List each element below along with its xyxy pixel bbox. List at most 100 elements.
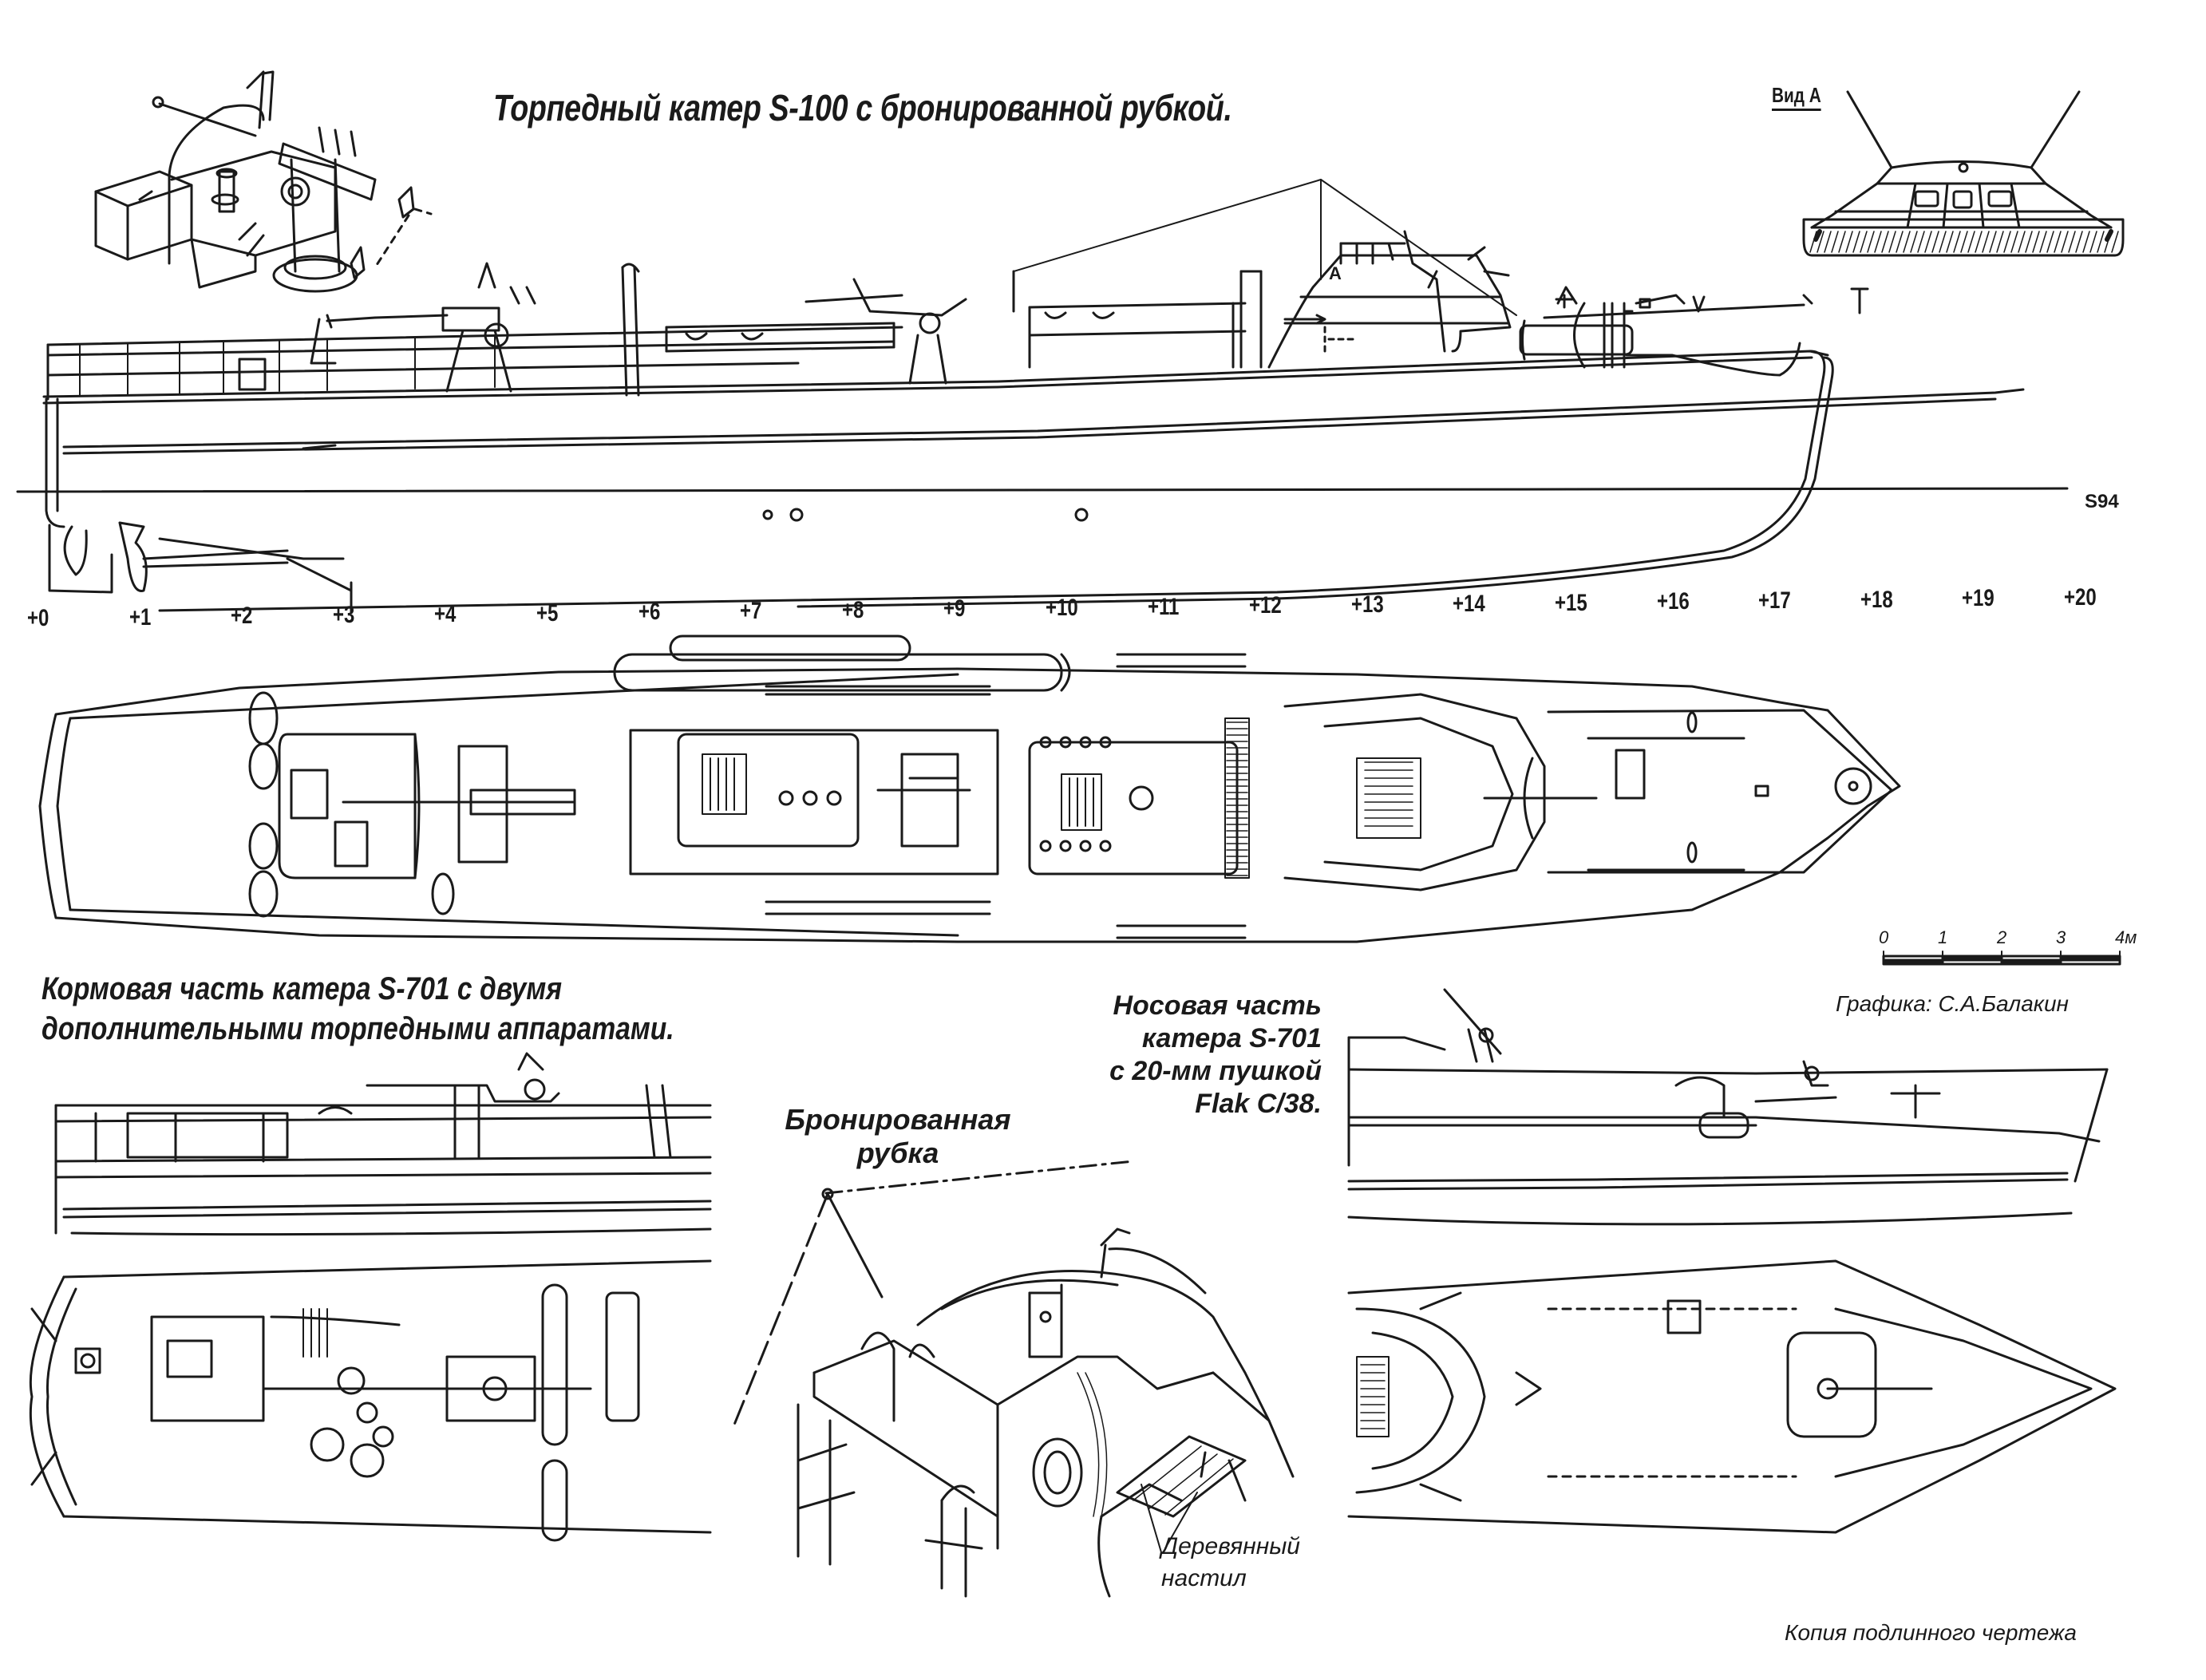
deck-caption-line: настил [1161, 1565, 1247, 1591]
hatch-line [2075, 231, 2083, 253]
hatch-line [1924, 231, 1932, 253]
hatch-line [2082, 231, 2090, 253]
station-label: +11 [1147, 593, 1179, 620]
hatch-line [2111, 231, 2119, 253]
hatch-line [2046, 231, 2054, 253]
station-label: +16 [1656, 588, 1690, 615]
hatch-line [2097, 231, 2105, 253]
bow-side-s701 [1347, 988, 2109, 1226]
cabin-caption: Бронированная рубка [766, 1103, 1030, 1170]
hatch-line [1939, 231, 1947, 253]
hatch-line [1824, 231, 1832, 253]
station-label: +0 [27, 605, 49, 631]
hatch-line [1860, 231, 1868, 253]
station-label: +19 [1962, 585, 1995, 612]
hatch-line [1960, 231, 1968, 253]
scale-tick-label: 0 [1879, 927, 1889, 947]
armored-bridge-isometric [733, 1160, 1295, 1598]
stern-caption: Кормовая часть катера S-701 с двумя допо… [42, 969, 674, 1049]
scale-bar [1882, 951, 2121, 966]
hatch-line [1809, 231, 1817, 253]
station-label: +13 [1350, 591, 1384, 619]
hatch-line [2018, 231, 2026, 253]
stern-caption-line: дополнительными торпедными аппаратами. [42, 1011, 674, 1046]
scale-tick-label: 1 [1938, 927, 1948, 947]
hatch-line [1874, 231, 1882, 253]
hatch-line [1852, 231, 1860, 253]
hatch-line [1946, 231, 1954, 253]
hatch-line [2032, 231, 2040, 253]
waterline [16, 487, 2069, 493]
hatch-line [1910, 231, 1918, 253]
graphics-credit: Графика: С.А.Балакин [1836, 991, 2069, 1016]
station-label: +4 [434, 600, 457, 627]
hatch-line [2039, 231, 2047, 253]
plan-hull-outline [38, 667, 1901, 943]
hatch-line [1888, 231, 1896, 253]
station-label: +14 [1453, 590, 1486, 617]
hatch-line [1931, 231, 1939, 253]
station-label: +17 [1758, 587, 1791, 614]
scale-tick-label: 3 [2056, 927, 2066, 947]
hatch-line [2068, 231, 2076, 253]
arrow-a-label: А [1329, 263, 1342, 283]
station-label: +2 [231, 603, 253, 630]
hatch-line [1975, 231, 1983, 253]
copy-note: Копия подлинного чертежа [1785, 1620, 2077, 1645]
station-label: +5 [536, 599, 559, 627]
cabin-caption-line: рубка [856, 1136, 939, 1169]
bow-caption-line: с 20-мм пушкой [1109, 1056, 1322, 1086]
bow-caption-line: Flak C/38. [1195, 1089, 1322, 1119]
stern-side-s701 [54, 1052, 712, 1236]
hatch-line [1967, 231, 1975, 253]
bow-caption: Носовая часть катера S-701 с 20-мм пушко… [1061, 990, 1322, 1121]
hatch-line [1996, 231, 2004, 253]
scale-tick-label: 2 [1997, 927, 2007, 947]
plan-view-s100 [38, 634, 1901, 943]
station-label: +20 [2064, 584, 2097, 611]
hatch-line [1953, 231, 1961, 253]
hatch-line [1982, 231, 1990, 253]
station-label: +15 [1555, 589, 1587, 616]
antenna-wire [1013, 179, 1517, 316]
station-label: +9 [943, 595, 966, 623]
hatch-line [1903, 231, 1911, 253]
station-label: +10 [1046, 595, 1078, 621]
bow-caption-line: катера S-701 [1141, 1023, 1322, 1053]
hatch-line [2089, 231, 2097, 253]
drawing-code: S94 [2085, 491, 2119, 512]
view-a-bridge-front [1802, 90, 2125, 257]
station-label: +1 [128, 603, 151, 630]
view-a-label: Вид А [1772, 83, 1821, 111]
deck-caption-line: Деревянный [1161, 1533, 1300, 1559]
bow-caption-line: Носовая часть [1113, 990, 1322, 1021]
hatch-line [1845, 231, 1853, 253]
drawing-title: Торпедный катер S-100 с бронированной ру… [493, 87, 1232, 128]
bow-plan-s701 [1347, 1259, 2117, 1534]
station-label: +18 [1860, 586, 1893, 613]
hatch-line [2054, 231, 2062, 253]
scale-tick-label: 4м [2115, 927, 2137, 947]
hatch-line [2061, 231, 2069, 253]
hatch-line [2003, 231, 2011, 253]
station-label: +6 [638, 599, 660, 626]
hatch-line [1817, 231, 1824, 253]
stern-plan-s701 [29, 1259, 712, 1542]
hatch-line [2104, 231, 2112, 253]
hatch-line [2010, 231, 2018, 253]
hatch-line [1831, 231, 1839, 253]
hatch-line [1917, 231, 1925, 253]
hatch-line [1838, 231, 1846, 253]
station-label: +12 [1249, 592, 1282, 619]
cabin-caption-line: Бронированная [785, 1103, 1011, 1136]
deck-caption: Деревянный настил [1161, 1531, 1300, 1595]
station-label: +3 [332, 602, 355, 629]
hatch-line [2025, 231, 2033, 253]
hatch-line [1881, 231, 1889, 253]
armored-bridge [1267, 254, 1512, 369]
station-label: +8 [841, 596, 864, 623]
stern-caption-line: Кормовая часть катера S-701 с двумя [42, 971, 563, 1006]
hatch-line [1896, 231, 1904, 253]
side-profile-s100 [16, 179, 2069, 615]
